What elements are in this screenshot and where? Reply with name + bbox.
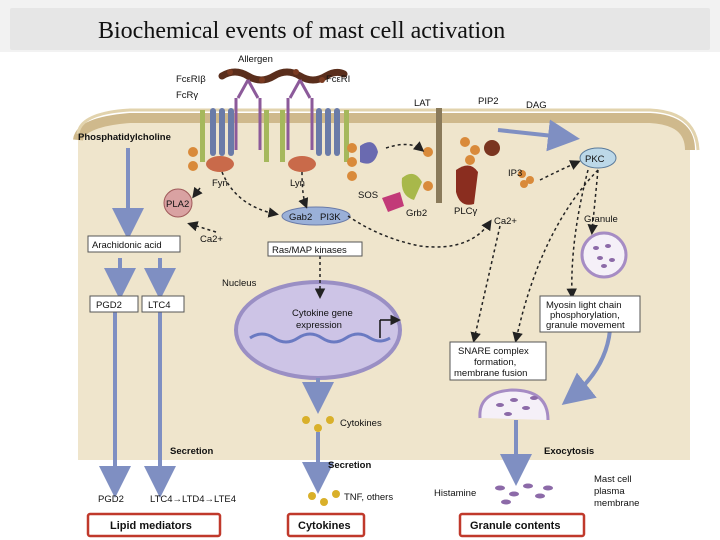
snare-box [449, 341, 547, 381]
label-fcr-gamma: FcRγ [176, 90, 198, 101]
label-cytokine-gene-1: Cytokine gene [292, 308, 353, 319]
label-pgd2: PGD2 [96, 300, 122, 311]
label-fyn: Fyn [212, 178, 228, 189]
fceri-receptor-left [200, 79, 269, 162]
pla2-enzyme [163, 188, 193, 218]
label-secretion-1: Secretion [170, 446, 213, 457]
grb2-protein [401, 173, 422, 200]
label-myosin-3: granule movement [546, 320, 625, 331]
label-lat: LAT [414, 98, 431, 109]
cytokine-molecules-inside [302, 416, 334, 432]
histamine-molecules [495, 483, 553, 505]
myosin-box [539, 295, 641, 333]
output-lipid-mediators: Lipid mediators [110, 520, 192, 532]
label-exocytosis: Exocytosis [544, 446, 594, 457]
label-ltc4-chain: LTC4→LTD4→LTE4 [150, 494, 236, 505]
sos-protein [360, 142, 378, 164]
label-lyn: Lyn [290, 178, 305, 189]
ip3-molecules [518, 170, 534, 188]
cytokines-output-box [286, 512, 366, 538]
lyn-kinase [288, 156, 316, 172]
dashed-signal-arrows [187, 141, 599, 343]
label-dag: DAG [526, 100, 547, 111]
lat-protein [436, 108, 442, 203]
label-ip3: IP3 [508, 168, 522, 179]
sos-activator [382, 192, 404, 212]
plasma-membrane [73, 113, 695, 151]
fyn-kinase [206, 156, 234, 172]
label-ca-2: Ca2+ [494, 216, 517, 227]
label-phosphatidylcholine: Phosphatidylcholine [78, 132, 171, 143]
label-myosin-2: phosphorylation, [550, 310, 620, 321]
label-pi3k: PI3K [320, 212, 341, 223]
label-pgd2-out: PGD2 [98, 494, 124, 505]
title-bar [0, 0, 720, 52]
label-snare-3: membrane fusion [454, 368, 527, 379]
label-histamine: Histamine [434, 488, 476, 499]
label-nucleus: Nucleus [222, 278, 257, 289]
label-ca-1: Ca2+ [200, 234, 223, 245]
label-pla2: PLA2 [166, 199, 189, 210]
fceri-receptor-right [280, 79, 349, 162]
label-snare-2: formation, [474, 357, 516, 368]
label-arachidonic: Arachidonic acid [92, 240, 162, 251]
phosphate-groups [188, 137, 480, 191]
output-cytokines: Cytokines [298, 520, 351, 532]
label-grb2: Grb2 [406, 208, 427, 219]
lipid-mediators-box [86, 512, 222, 538]
label-gab2: Gab2 [289, 212, 312, 223]
granule-contents-box [458, 512, 586, 538]
label-mast-2: plasma [594, 486, 625, 497]
label-granule: Granule [584, 214, 618, 225]
title-bar-inner [10, 8, 710, 50]
granule [580, 231, 628, 279]
cytoplasm [78, 118, 690, 460]
label-pip2: PIP2 [478, 96, 499, 107]
label-cytokines: Cytokines [340, 418, 382, 429]
label-ltc4: LTC4 [148, 300, 171, 311]
label-tnf: TNF, others [344, 492, 393, 503]
label-plc-gamma: PLCγ [454, 206, 477, 217]
tnf-molecules [308, 490, 340, 506]
label-allergen: Allergen [238, 54, 273, 65]
label-cytokine-gene-2: expression [296, 320, 342, 331]
exocytosis-granule [478, 388, 550, 421]
ltc4-box [141, 295, 185, 313]
gab2-pi3k-complex [281, 206, 351, 226]
ras-map-box [267, 241, 363, 257]
pgd2-box [89, 295, 139, 313]
label-sos: SOS [358, 190, 378, 201]
label-fceri: FcεRI [326, 74, 350, 85]
blue-arrows [99, 119, 612, 498]
label-mast-1: Mast cell [594, 474, 631, 485]
pkc-enzyme [579, 147, 617, 169]
allergen-chain [218, 68, 348, 84]
arachidonic-box [87, 235, 181, 253]
label-fceri-b: FcεRIβ [176, 74, 206, 85]
label-myosin-1: Myosin light chain [546, 300, 622, 311]
plc-gamma-protein [456, 165, 478, 205]
label-ras-map: Ras/MAP kinases [272, 245, 347, 256]
label-secretion-2: Secretion [328, 460, 371, 471]
slide-title: Biochemical events of mast cell activati… [98, 18, 506, 44]
dna-strand [249, 332, 391, 344]
pip2-molecule [484, 140, 500, 156]
label-mast-3: membrane [594, 498, 639, 509]
label-snare-1: SNARE complex [458, 346, 529, 357]
label-pkc: PKC [585, 154, 605, 165]
output-granule-contents: Granule contents [470, 520, 560, 532]
